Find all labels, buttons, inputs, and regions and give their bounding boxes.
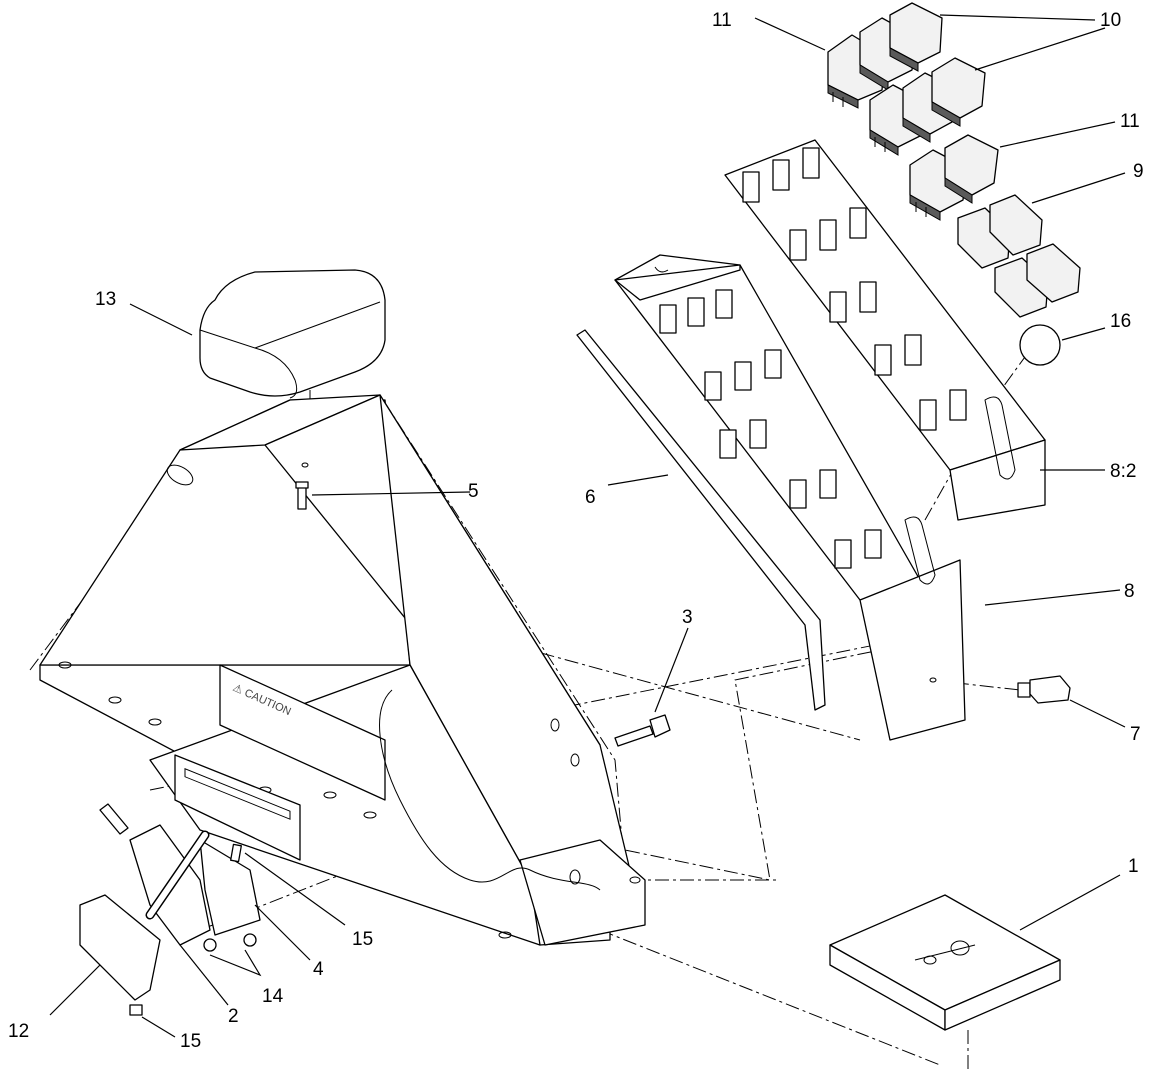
rear-switch-plate [724,139,1046,521]
screw [129,1004,143,1016]
pin [99,803,129,835]
callout-10: 10 [1100,10,1121,31]
rocker-switches [827,2,999,221]
rocker-switch [944,134,999,204]
callout-2: 2 [228,1006,239,1027]
frame-hole [301,462,309,468]
callout-11-top: 11 [712,10,732,31]
rocker-switch [827,34,886,109]
rocker-switch [931,57,986,127]
pad [829,894,1061,1031]
frame-hole [550,718,560,732]
callouts: 1 2 3 4 5 6 7 8 8:2 9 10 11 11 12 13 14 … [8,10,1144,1052]
switch-windows-front [659,289,882,569]
caution-decal [219,664,386,801]
callout-11-mid: 11 [1120,111,1140,132]
frame-hole [570,753,580,767]
plate-slot [984,396,1016,480]
handle-plate [79,894,161,1001]
bracket-side [199,839,261,936]
callout-13: 13 [95,289,116,310]
frame-hole [323,791,337,799]
oval-slot [166,464,194,486]
ball-knob [1019,324,1061,366]
console-frame: ⚠ CAUTION [39,394,646,946]
callout-3: 3 [682,607,693,628]
callout-15-bottom: 15 [180,1031,201,1052]
callout-12: 12 [8,1021,29,1042]
frame-hole [629,876,641,884]
pad-hole [950,940,970,956]
plate-hole [929,677,937,683]
slot-plate [174,754,301,861]
end-plate [519,839,646,946]
frame-hole [108,696,122,704]
callout-4: 4 [313,959,324,980]
nut [203,938,217,952]
callout-6: 6 [585,487,596,508]
gasket-strip [576,329,826,711]
screw [230,843,242,863]
callout-16: 16 [1110,311,1131,332]
leader-lines [49,14,1126,1038]
wire-harness [379,689,601,891]
callout-15-right: 15 [352,929,373,950]
screw-part-5 [295,481,309,510]
nut [243,933,257,947]
cap-cover [199,269,386,399]
callout-8: 8 [1124,581,1135,602]
latch-bracket [79,803,261,1016]
callout-14: 14 [262,986,284,1007]
frame-hole [148,718,162,726]
callout-1: 1 [1128,856,1139,877]
rocker-switch [889,2,943,72]
bolt-part-3 [614,714,671,747]
callout-5: 5 [468,481,479,502]
callout-7: 7 [1130,724,1141,745]
frame-hole [58,661,72,669]
slot [184,768,291,820]
blank-plugs [957,194,1081,318]
frame-hole [569,869,581,885]
frame-hole [498,931,512,939]
plate-slot [904,516,936,585]
key-switch [1017,675,1071,704]
callout-9: 9 [1133,161,1144,182]
frame-hole [363,811,377,819]
callout-8-2: 8:2 [1110,461,1136,482]
